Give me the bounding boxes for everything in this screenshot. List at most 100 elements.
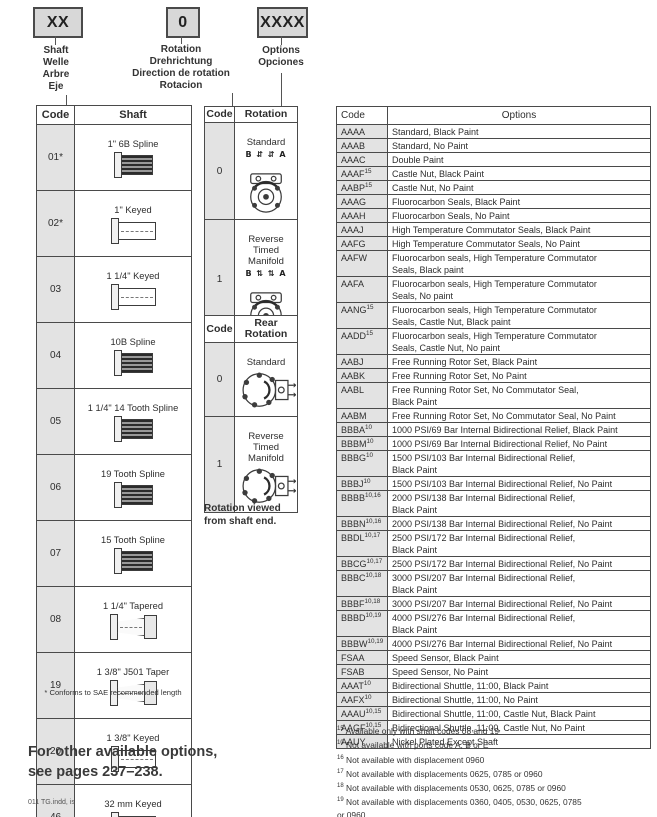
rotation-code-header: Code [205, 107, 235, 122]
option-code: AAAA [337, 125, 388, 138]
options-table-row: BBBJ10 1500 PSI/103 Bar Internal Bidirec… [337, 476, 650, 490]
rear-rotation-row-description: Standard [235, 343, 297, 416]
options-table-row: AAUY Nickel Plated Except Shaft [337, 734, 650, 748]
box-label: Arbre [42, 69, 70, 80]
box-label: Welle [43, 57, 69, 68]
option-description: Fluorocarbon seals, High Temperature Com… [392, 279, 597, 301]
shaft-row-description: 1 3/8" Keyed [75, 719, 191, 784]
options-table-row: BBBW10,19 4000 PSI/276 Bar Internal Bidi… [337, 636, 650, 650]
options-code-box: XXXX [257, 7, 308, 38]
shaft-header: Shaft [75, 106, 191, 124]
options-table-row: AABJ Free Running Rotor Set, Black Paint [337, 354, 650, 368]
option-description: 3000 PSI/207 Bar Internal Bidirectional … [392, 599, 613, 609]
option-description: Free Running Rotor Set, No Commutator Se… [392, 385, 579, 407]
option-code: AABP15 [337, 181, 388, 194]
option-code-footnote-ref: 10 [363, 680, 371, 687]
options-table-row: BBDL10,17 2500 PSI/172 Bar Internal Bidi… [337, 530, 650, 556]
options-code-header: Code [337, 107, 388, 124]
option-code-footnote-ref: 10,18 [364, 598, 381, 605]
option-description: Free Running Rotor Set, No Commutator Se… [392, 411, 616, 421]
footnote: 16 Not available with displacement 0960 [337, 752, 652, 766]
shaft-row-description: 10B Spline [75, 323, 191, 388]
shaft-table-row: 05 1 1/4" 14 Tooth Spline [37, 388, 191, 454]
shaft-drawing [77, 482, 189, 508]
option-description: Free Running Rotor Set, Black Paint [392, 357, 538, 367]
shaft-drawing [77, 548, 189, 574]
shaft-table-row: 06 19 Tooth Spline [37, 454, 191, 520]
option-description: 4000 PSI/276 Bar Internal Bidirectional … [392, 613, 576, 635]
options-table-row: AAAG Fluorocarbon Seals, Black Paint [337, 194, 650, 208]
option-code-footnote-ref: 15 [365, 182, 373, 189]
shaft-drawing [77, 152, 189, 178]
footnote-text: Not available with ports code A, B or E [346, 740, 489, 751]
shaft-row-code: 02* [37, 191, 75, 256]
option-code-footnote-ref: 10,19 [367, 638, 384, 645]
option-description: 1500 PSI/103 Bar Internal Bidirectional … [392, 479, 613, 489]
options-table-row: AAAH Fluorocarbon Seals, No Paint [337, 208, 650, 222]
document-file-footer: 011 TG.indd, is [28, 799, 75, 806]
footnote-text: Available only with shaft codes 08 and 1… [345, 725, 500, 736]
shaft-row-description: 1" Keyed [75, 191, 191, 256]
option-code: AAGF10,15 [337, 721, 388, 734]
options-table-row: AAAU10,15 Bidirectional Shuttle, 11:00, … [337, 706, 650, 720]
options-table-row: AABK Free Running Rotor Set, No Paint [337, 368, 650, 382]
shaft-table-header: Code Shaft [37, 106, 191, 124]
box-label: Opciones [258, 57, 304, 68]
options-table-row: AAFW Fluorocarbon seals, High Temperatur… [337, 250, 650, 276]
options-table-row: AAAA Standard, Black Paint [337, 124, 650, 138]
options-table-row: AAAJ High Temperature Commutator Seals, … [337, 222, 650, 236]
rotation-label: Reverse Timed Manifold [248, 234, 284, 267]
port-direction-labels: B ⇵ ⇵ A [245, 150, 287, 159]
shaft-row-description: 32 mm Keyed [75, 785, 191, 817]
option-code: AAFW [337, 251, 388, 276]
option-code: BBCG10,17 [337, 557, 388, 570]
option-description: Castle Nut, Black Paint [392, 169, 485, 179]
shaft-drawing [77, 680, 189, 706]
shaft-row-code: 20 [37, 719, 75, 784]
option-description: Double Paint [392, 155, 444, 165]
options-table-row: AABL Free Running Rotor Set, No Commutat… [337, 382, 650, 408]
option-code: AAAU10,15 [337, 707, 388, 720]
shaft-row-description: 1 3/8" J501 Taper [75, 653, 191, 718]
option-code: AAAJ [337, 223, 388, 236]
option-code: AAAT10 [337, 679, 388, 692]
shaft-drawing [77, 812, 189, 817]
option-description: Nickel Plated Except Shaft [392, 737, 499, 747]
options-table-row: AABP15 Castle Nut, No Paint [337, 180, 650, 194]
footnote-text: Not available with displacements 0625, 0… [346, 768, 543, 779]
option-code-footnote-ref: 10,18 [365, 572, 382, 579]
option-code: AAAG [337, 195, 388, 208]
rear-rotation-table-row: 0 Standard [205, 342, 297, 416]
option-description: Fluorocarbon Seals, No Paint [392, 211, 510, 221]
box-label: Direction de rotation [132, 68, 230, 79]
option-code: BBBW10,19 [337, 637, 388, 650]
footnote: 17 Not available with displacements 0625… [337, 766, 652, 780]
option-code: BBBD10,19 [337, 611, 388, 636]
option-description: 2000 PSI/138 Bar Internal Bidirectional … [392, 493, 576, 515]
shaft-label: 1 3/8" Keyed [106, 733, 160, 743]
shaft-drawing [77, 746, 189, 772]
shaft-drawing [77, 416, 189, 442]
option-code: BBBM10 [337, 437, 388, 450]
option-code: AAAC [337, 153, 388, 166]
option-code: BBBG10 [337, 451, 388, 476]
option-code-footnote-ref: 15 [364, 168, 372, 175]
shaft-table-row: 07 15 Tooth Spline [37, 520, 191, 586]
option-code-footnote-ref: 10 [366, 438, 374, 445]
shaft-code-header: Code [37, 106, 75, 124]
option-code: AABK [337, 369, 388, 382]
rear-rotation-row-code: 0 [205, 343, 235, 416]
connector-line [281, 73, 282, 106]
option-description: Castle Nut, No Paint [392, 183, 474, 193]
options-table-row: BBCG10,17 2500 PSI/172 Bar Internal Bidi… [337, 556, 650, 570]
option-code-footnote-ref: 15 [366, 304, 374, 311]
shaft-table-row: 02* 1" Keyed [37, 190, 191, 256]
rotation-view-note: Rotation viewed from shaft end. [204, 503, 281, 527]
option-description: Fluorocarbon seals, High Temperature Com… [392, 331, 597, 353]
shaft-label: 32 mm Keyed [104, 799, 162, 809]
shaft-table-row: 20 1 3/8" Keyed [37, 718, 191, 784]
footnote-number: 10 [337, 740, 344, 747]
options-table-row: AAGF10,15 Bidirectional Shuttle, 11:00, … [337, 720, 650, 734]
